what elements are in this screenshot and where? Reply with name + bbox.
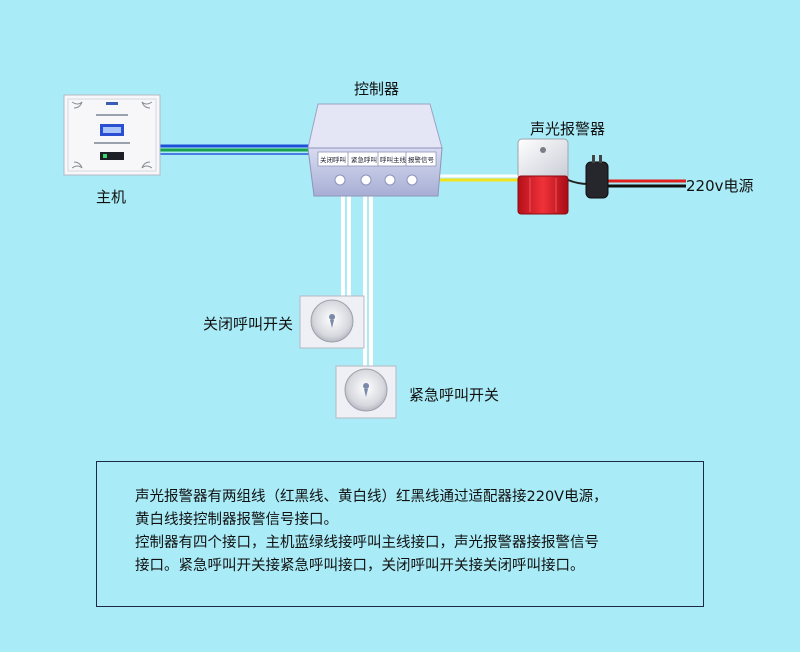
note-line: 接口。紧急呼叫开关接紧急呼叫接口，关闭呼叫开关接关闭呼叫接口。 — [135, 558, 585, 574]
note-line: 控制器有四个接口，主机蓝绿线接呼叫主线接口，声光报警器接报警信号 — [135, 535, 599, 551]
close-call-switch-icon — [299, 295, 365, 349]
port-label: 紧急呼叫 — [351, 155, 377, 164]
strobe-siren-icon — [517, 138, 569, 215]
port-label: 呼叫主线 — [380, 155, 407, 164]
switch-wires — [341, 190, 373, 368]
emergency-switch-label: 紧急呼叫开关 — [409, 386, 500, 404]
note-line: 声光报警器有两组线（红黑线、黄白线）红黑线通过适配器接220V电源， — [135, 489, 608, 505]
note-line: 黄白线接控制器报警信号接口。 — [135, 512, 338, 528]
controller-box-icon — [307, 103, 443, 197]
host-panel-icon — [63, 94, 161, 176]
instruction-note: 声光报警器有两组线（红黑线、黄白线）红黑线通过适配器接220V电源， 黄白线接控… — [96, 461, 704, 607]
port-label: 报警信号 — [408, 155, 435, 164]
emergency-call-switch-icon — [335, 365, 397, 419]
power-label: 220v电源 — [686, 177, 754, 195]
controller-label: 控制器 — [354, 80, 400, 98]
power-adapter-icon — [567, 155, 609, 199]
port-label: 关闭呼叫 — [320, 155, 346, 164]
alarm-label: 声光报警器 — [530, 120, 606, 138]
host-label: 主机 — [96, 188, 127, 206]
power-wires — [606, 179, 686, 188]
close-switch-label: 关闭呼叫开关 — [203, 315, 294, 333]
controller-port-labels: 关闭呼叫 紧急呼叫 呼叫主线 报警信号 — [320, 155, 435, 164]
